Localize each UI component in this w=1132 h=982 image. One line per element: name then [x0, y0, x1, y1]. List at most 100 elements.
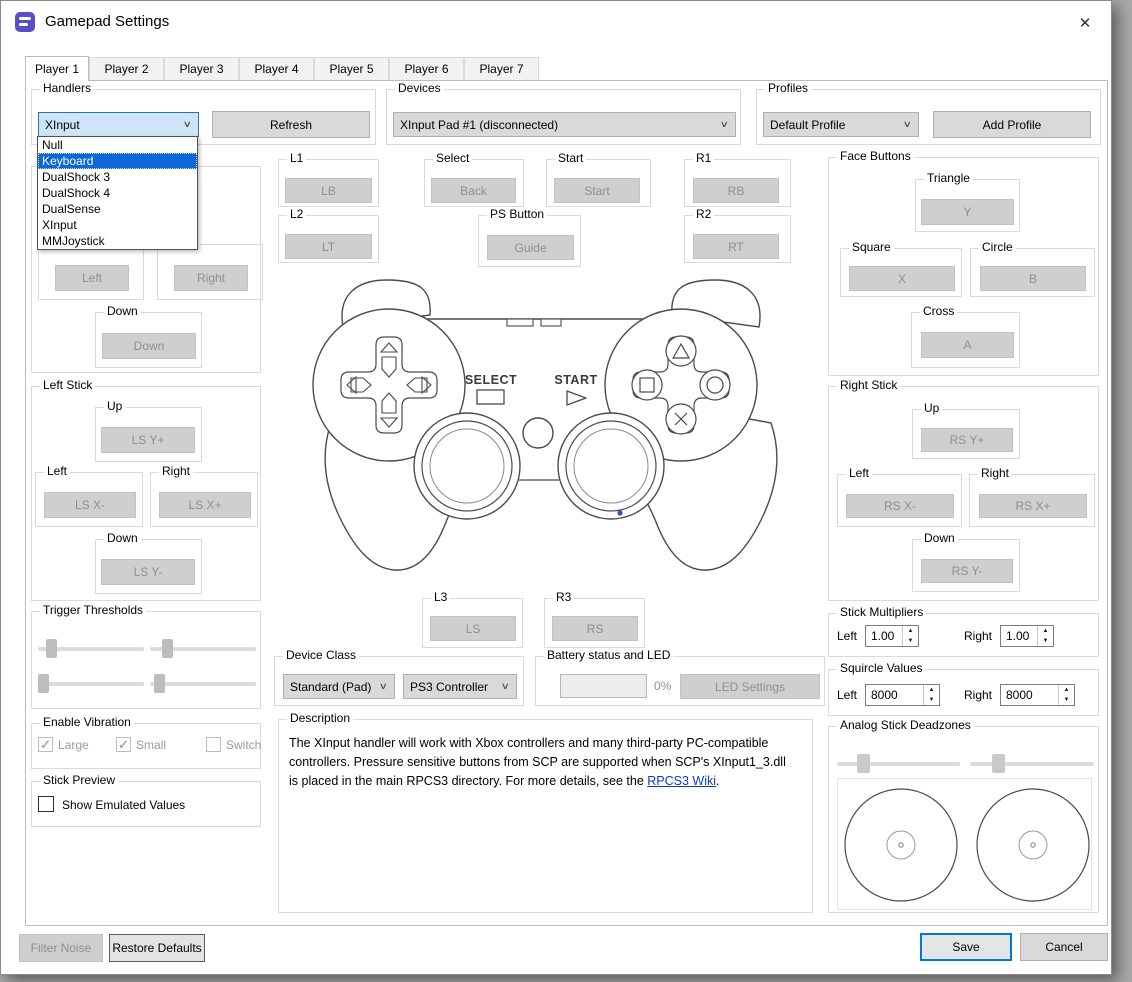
right-trigger-threshold-slider-handle[interactable]: [162, 639, 173, 658]
squircle-left-label: Left: [837, 688, 858, 702]
handler-option-xinput[interactable]: XInput: [42, 218, 77, 232]
cross-button[interactable]: A: [921, 332, 1014, 358]
spin-down-icon[interactable]: ▼: [1042, 638, 1049, 644]
analog-stick-deadzones-title: Analog Stick Deadzones: [837, 718, 974, 732]
spin-down-icon[interactable]: ▼: [907, 638, 914, 644]
led-settings-button[interactable]: LED Settings: [680, 674, 820, 699]
show-emulated-values-checkbox[interactable]: [38, 796, 54, 812]
refresh-button[interactable]: Refresh: [212, 111, 370, 138]
l3-button[interactable]: LS: [430, 616, 516, 641]
left-deadzone-slider-handle[interactable]: [857, 754, 870, 773]
l1-group: L1 LB: [278, 151, 379, 207]
right-vibration-threshold-slider-handle[interactable]: [154, 674, 165, 693]
left-stick-left-button[interactable]: LS X-: [44, 492, 136, 518]
start-printed-label: START: [554, 373, 597, 387]
handlers-combobox[interactable]: XInput ∨: [38, 112, 199, 137]
handler-option-dualsense[interactable]: DualSense: [42, 202, 101, 216]
stick-multiplier-left-value[interactable]: 1.00: [871, 629, 895, 643]
left-vibration-threshold-slider-handle[interactable]: [38, 674, 49, 693]
triangle-button[interactable]: Y: [921, 199, 1014, 225]
tab-player-1[interactable]: Player 1: [25, 56, 89, 81]
left-stick-right-button[interactable]: LS X+: [159, 492, 251, 518]
right-stick-down-subgroup: Down RS Y-: [912, 531, 1020, 592]
restore-defaults-button[interactable]: Restore Defaults: [109, 934, 205, 962]
circle-button[interactable]: B: [980, 266, 1086, 291]
squircle-left-value[interactable]: 8000: [871, 688, 898, 702]
devices-combobox[interactable]: XInput Pad #1 (disconnected) ∨: [393, 112, 736, 137]
l1-button[interactable]: LB: [285, 178, 372, 203]
rpcs3-wiki-link[interactable]: RPCS3 Wiki: [647, 774, 717, 788]
squircle-right-value[interactable]: 8000: [1006, 688, 1033, 702]
right-stick-left-button[interactable]: RS X-: [846, 494, 954, 518]
tab-player-5[interactable]: Player 5: [314, 57, 389, 80]
save-button[interactable]: Save: [920, 933, 1012, 961]
right-vibration-threshold-slider-track: [150, 682, 256, 686]
stick-multiplier-left-spinbox[interactable]: 1.00 ▲ ▼: [865, 625, 919, 647]
description-text-before: The XInput handler will work with Xbox c…: [289, 736, 786, 788]
vibration-small-checkbox[interactable]: ✓: [116, 737, 131, 752]
tab-player-4[interactable]: Player 4: [239, 57, 314, 80]
left-trigger-threshold-slider-track: [38, 647, 144, 651]
vibration-large-checkbox[interactable]: ✓: [38, 737, 53, 752]
r2-button[interactable]: RT: [693, 234, 779, 259]
dpad-arrows: [346, 342, 432, 428]
profiles-combobox[interactable]: Default Profile ∨: [763, 112, 919, 137]
right-stick-up-button[interactable]: RS Y+: [921, 428, 1013, 452]
left-trigger-threshold-slider-handle[interactable]: [46, 639, 57, 658]
dpad-down-subgroup: Down Down: [95, 304, 202, 368]
left-stick-right-title: Right: [159, 464, 194, 478]
gamepad-settings-window: Gamepad Settings ✕ Player 1 Player 2 Pla…: [0, 0, 1112, 975]
r1-title: R1: [693, 151, 715, 165]
description-text-after: .: [716, 774, 720, 788]
stick-multiplier-right-spinbox[interactable]: 1.00 ▲ ▼: [1000, 625, 1054, 647]
squircle-left-spinbox[interactable]: 8000 ▲ ▼: [865, 684, 940, 706]
stick-multiplier-right-value[interactable]: 1.00: [1006, 629, 1030, 643]
right-stick-down-button[interactable]: RS Y-: [921, 559, 1013, 583]
handler-option-mmjoystick[interactable]: MMJoystick: [42, 234, 105, 248]
close-icon[interactable]: ✕: [1078, 15, 1092, 32]
l1-title: L1: [287, 151, 307, 165]
select-button[interactable]: Back: [431, 178, 516, 203]
spin-up-icon[interactable]: ▲: [1063, 687, 1070, 693]
left-stick-down-button[interactable]: LS Y-: [101, 559, 195, 585]
enable-vibration-group: Enable Vibration ✓ Large ✓ Small Switch: [31, 715, 261, 769]
spin-down-icon[interactable]: ▼: [928, 697, 935, 703]
handler-option-dualshock3[interactable]: DualShock 3: [42, 170, 111, 184]
tab-player-6[interactable]: Player 6: [389, 57, 464, 80]
spin-up-icon[interactable]: ▲: [1042, 628, 1049, 634]
handler-option-keyboard[interactable]: Keyboard: [38, 153, 197, 169]
spin-up-icon[interactable]: ▲: [928, 687, 935, 693]
rpcs3-logo-icon: [15, 12, 35, 32]
tab-player-3[interactable]: Player 3: [164, 57, 239, 80]
vibration-switch-checkbox[interactable]: [206, 737, 221, 752]
filter-noise-button[interactable]: Filter Noise: [19, 934, 103, 962]
squircle-right-label: Right: [964, 688, 993, 702]
vibration-large-label: Large: [58, 738, 89, 752]
device-type-combobox[interactable]: PS3 Controller ∨: [403, 674, 517, 699]
add-profile-button[interactable]: Add Profile: [933, 111, 1091, 138]
tab-player-2[interactable]: Player 2: [89, 57, 164, 80]
square-button[interactable]: X: [849, 266, 955, 291]
dpad-down-button[interactable]: Down: [102, 333, 196, 359]
squircle-right-spinbox[interactable]: 8000 ▲ ▼: [1000, 684, 1075, 706]
cancel-button[interactable]: Cancel: [1020, 933, 1108, 961]
device-class-combobox[interactable]: Standard (Pad) ∨: [283, 674, 395, 699]
handler-option-dualshock4[interactable]: DualShock 4: [42, 186, 111, 200]
dpad-left-button[interactable]: Left: [55, 265, 129, 291]
start-button[interactable]: Start: [554, 178, 640, 203]
l2-button[interactable]: LT: [285, 234, 372, 259]
right-stick-right-button[interactable]: RS X+: [979, 494, 1087, 518]
ps-button[interactable]: Guide: [487, 235, 574, 260]
handler-option-null[interactable]: Null: [42, 138, 63, 152]
dpad-right-button[interactable]: Right: [174, 265, 248, 291]
tab-player-7[interactable]: Player 7: [464, 57, 539, 80]
r3-button[interactable]: RS: [552, 616, 638, 641]
devices-combobox-value: XInput Pad #1 (disconnected): [400, 117, 559, 132]
left-stick-up-button[interactable]: LS Y+: [101, 427, 195, 453]
right-deadzone-slider-track: [970, 762, 1094, 766]
right-deadzone-slider-handle[interactable]: [992, 754, 1005, 773]
window-title: Gamepad Settings: [45, 13, 170, 30]
spin-up-icon[interactable]: ▲: [907, 628, 914, 634]
r1-button[interactable]: RB: [693, 178, 779, 203]
spin-down-icon[interactable]: ▼: [1063, 697, 1070, 703]
